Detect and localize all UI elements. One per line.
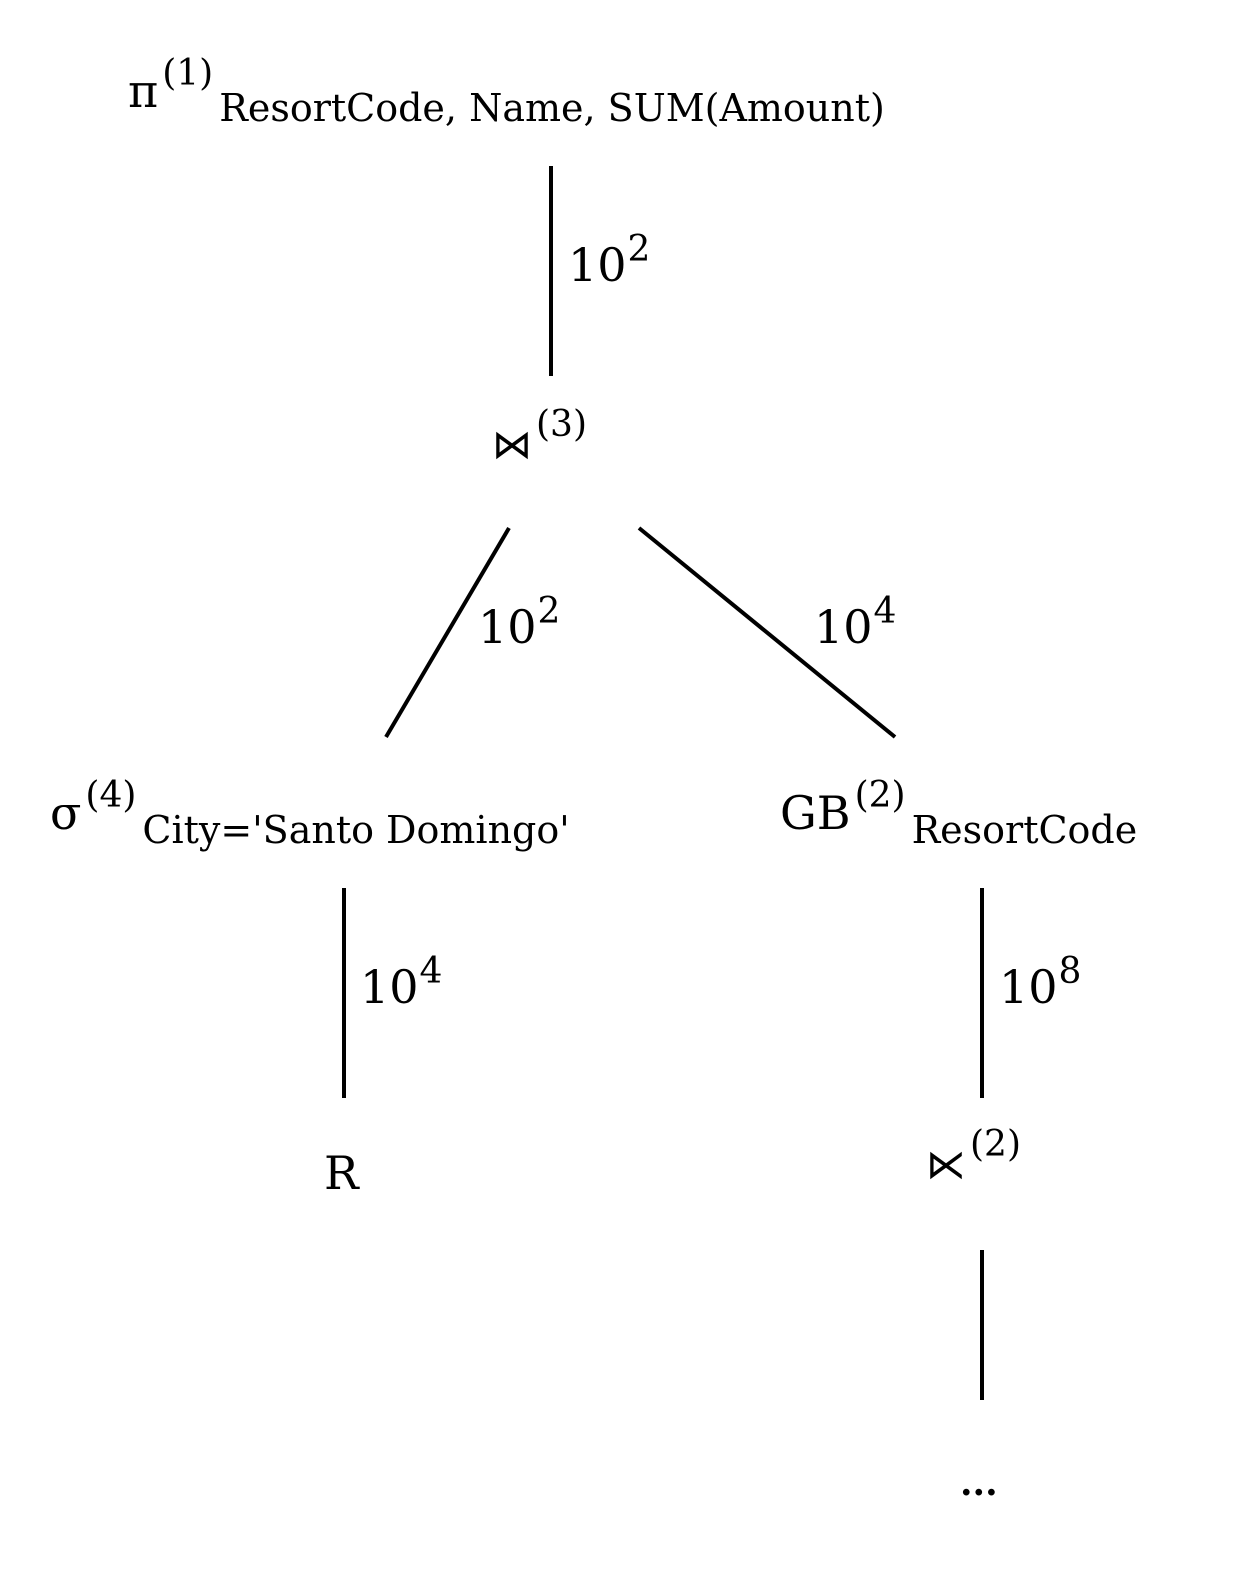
projection-symbol: π [128, 64, 159, 118]
semijoin-symbol: ⋉ [926, 1142, 966, 1188]
edge-label-exponent: 4 [873, 591, 897, 632]
continuation-ellipsis: ... [960, 1462, 998, 1504]
edge-label-exponent: 2 [627, 229, 651, 270]
edge-label-groupby-to-join: 104 [814, 594, 896, 651]
edge-label-base: 10 [360, 960, 419, 1014]
semijoin-node: ⋉(2) [926, 1127, 1021, 1188]
semijoin-index: (2) [970, 1124, 1021, 1165]
edge-label-selection-to-join: 102 [478, 594, 560, 651]
projection-node: π(1)ResortCode, Name, SUM(Amount) [128, 56, 885, 128]
group-by-symbol: GB [780, 786, 851, 840]
edge-label-r-to-selection: 104 [360, 954, 442, 1011]
relation-r-node: R [324, 1146, 359, 1200]
edge-label-base: 10 [568, 238, 627, 292]
edge-groupby-to-join [637, 526, 897, 739]
projection-subscript: ResortCode, Name, SUM(Amount) [219, 86, 885, 130]
group-by-index: (2) [854, 775, 906, 816]
selection-index: (4) [85, 775, 137, 816]
group-by-node: GB(2)ResortCode [780, 778, 1137, 850]
projection-index: (1) [162, 53, 214, 94]
selection-symbol: σ [50, 786, 82, 840]
edge-label-semijoin-to-groupby: 108 [999, 954, 1081, 1011]
join-index: (3) [536, 404, 587, 445]
edge-selection-to-join [384, 526, 511, 739]
selection-subscript: City='Santo Domingo' [142, 808, 570, 852]
edge-label-exponent: 8 [1058, 951, 1082, 992]
edge-label-join-to-projection: 102 [568, 232, 650, 289]
join-symbol: ⋈ [492, 422, 532, 468]
selection-node: σ(4)City='Santo Domingo' [50, 778, 570, 850]
edge-label-base: 10 [999, 960, 1058, 1014]
edge-label-base: 10 [478, 600, 537, 654]
group-by-subscript: ResortCode [911, 808, 1138, 852]
edge-label-base: 10 [814, 600, 873, 654]
edge-label-exponent: 4 [419, 951, 443, 992]
edge-label-exponent: 2 [537, 591, 561, 632]
join-node: ⋈(3) [492, 407, 587, 468]
